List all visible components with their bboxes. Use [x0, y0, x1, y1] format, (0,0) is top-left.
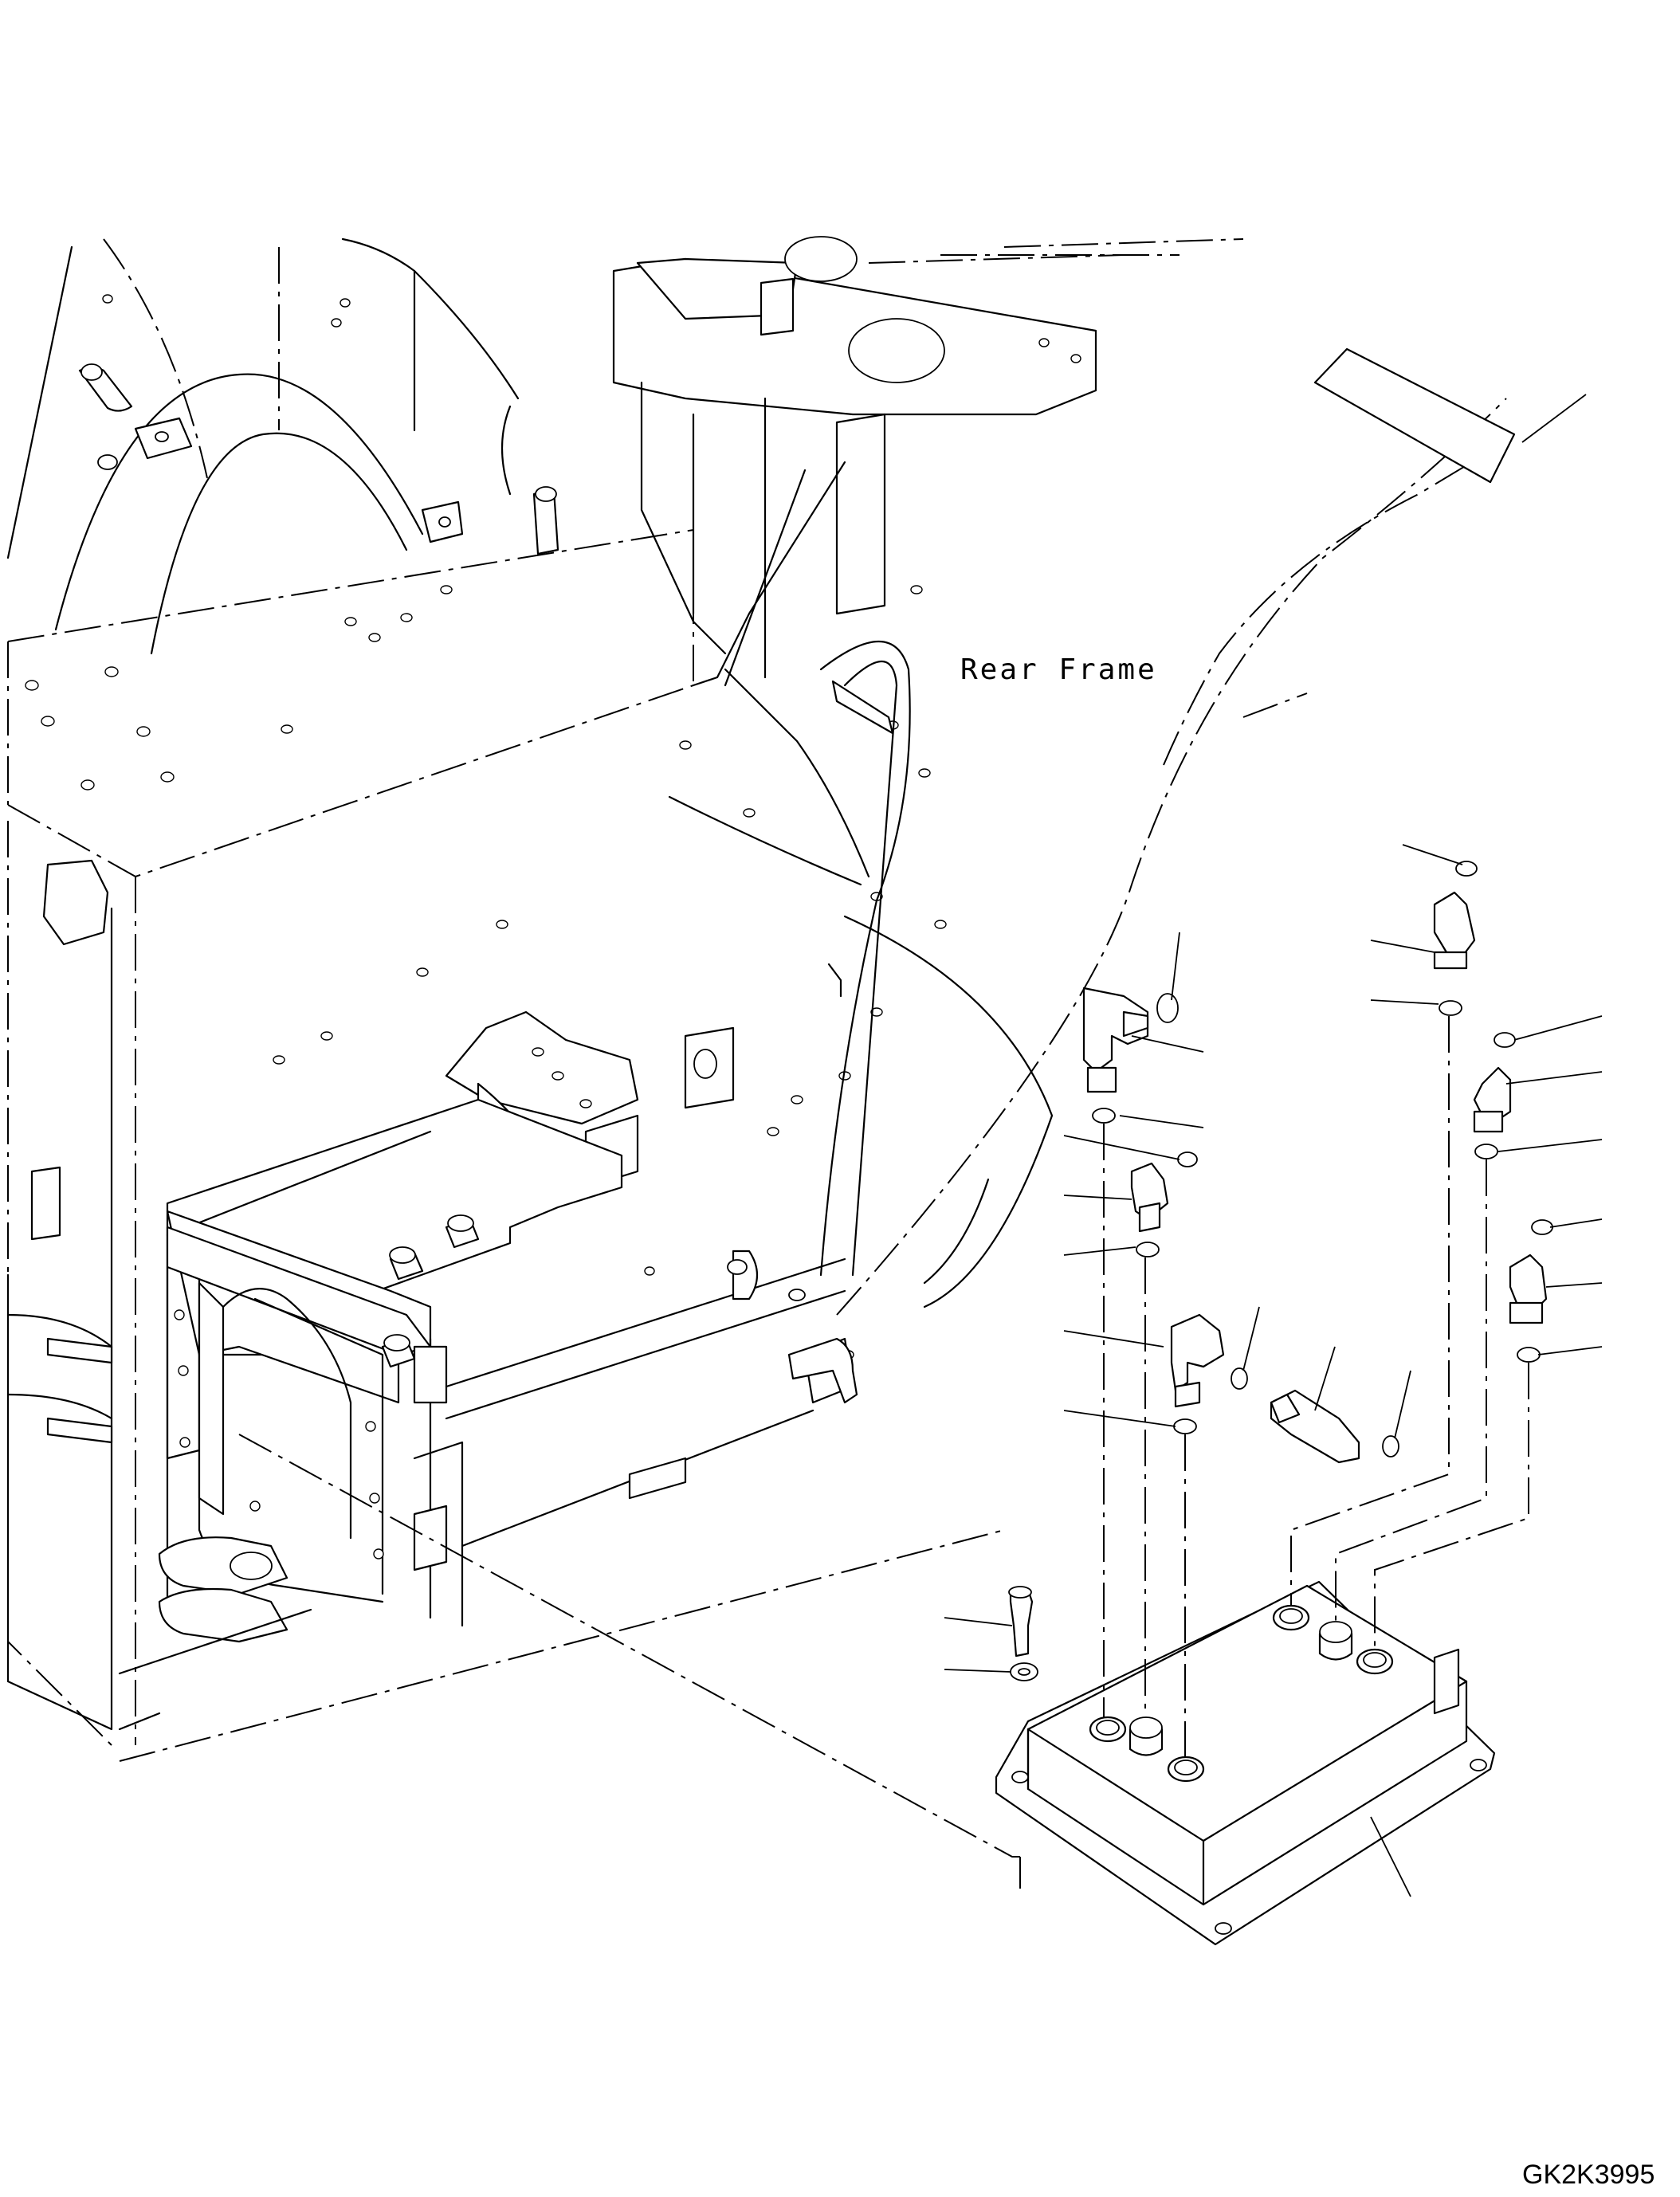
deck-holes	[25, 585, 453, 791]
rear-frame	[6, 236, 1507, 1889]
frame-plate-marker	[1313, 347, 1516, 484]
valve-block	[995, 1580, 1496, 1946]
valve-ports	[1089, 1604, 1394, 1783]
rear-frame-label: Rear Frame	[960, 653, 1157, 686]
port-connection-lines	[1103, 1016, 1529, 1757]
fittings	[944, 844, 1603, 1681]
frame-bolts	[381, 1214, 806, 1368]
rear-frame-leader	[1521, 394, 1587, 443]
drawing-code: GK2K3995	[1522, 2160, 1654, 2190]
